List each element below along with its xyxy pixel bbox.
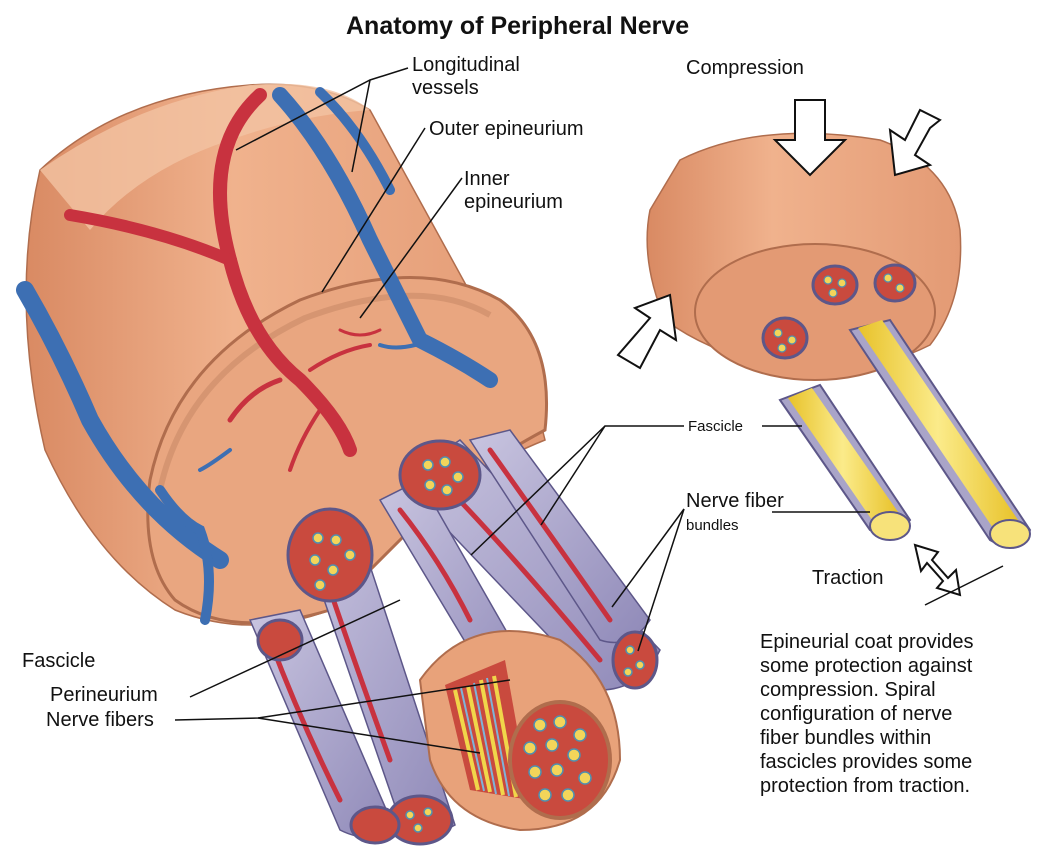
traction-arrow-icon	[915, 545, 960, 595]
compression-traction-drawing	[618, 100, 1030, 605]
label-perineurium: Perineurium	[50, 684, 158, 707]
label-longitudinal-vessels: Longitudinal vessels	[412, 54, 520, 100]
arrow-right-icon	[890, 110, 940, 175]
label-outer-epineurium: Outer epineurium	[429, 118, 584, 141]
label-fascicle-right: Fascicle	[688, 418, 743, 435]
fiber-bundle-left	[780, 385, 910, 540]
label-traction: Traction	[812, 567, 884, 590]
label-fascicle-left: Fascicle	[22, 650, 95, 673]
label-nerve-fibers: Nerve fibers	[46, 709, 154, 732]
caption-text: Epineurial coat provides some protection…	[760, 630, 973, 798]
label-inner-epineurium: Inner epineurium	[464, 168, 563, 214]
label-compression: Compression	[686, 57, 804, 80]
label-nerve-fiber-bundles: Nerve fiber bundles	[686, 490, 784, 534]
arrow-left-icon	[618, 295, 676, 368]
diagram-title: Anatomy of Peripheral Nerve	[346, 12, 689, 41]
